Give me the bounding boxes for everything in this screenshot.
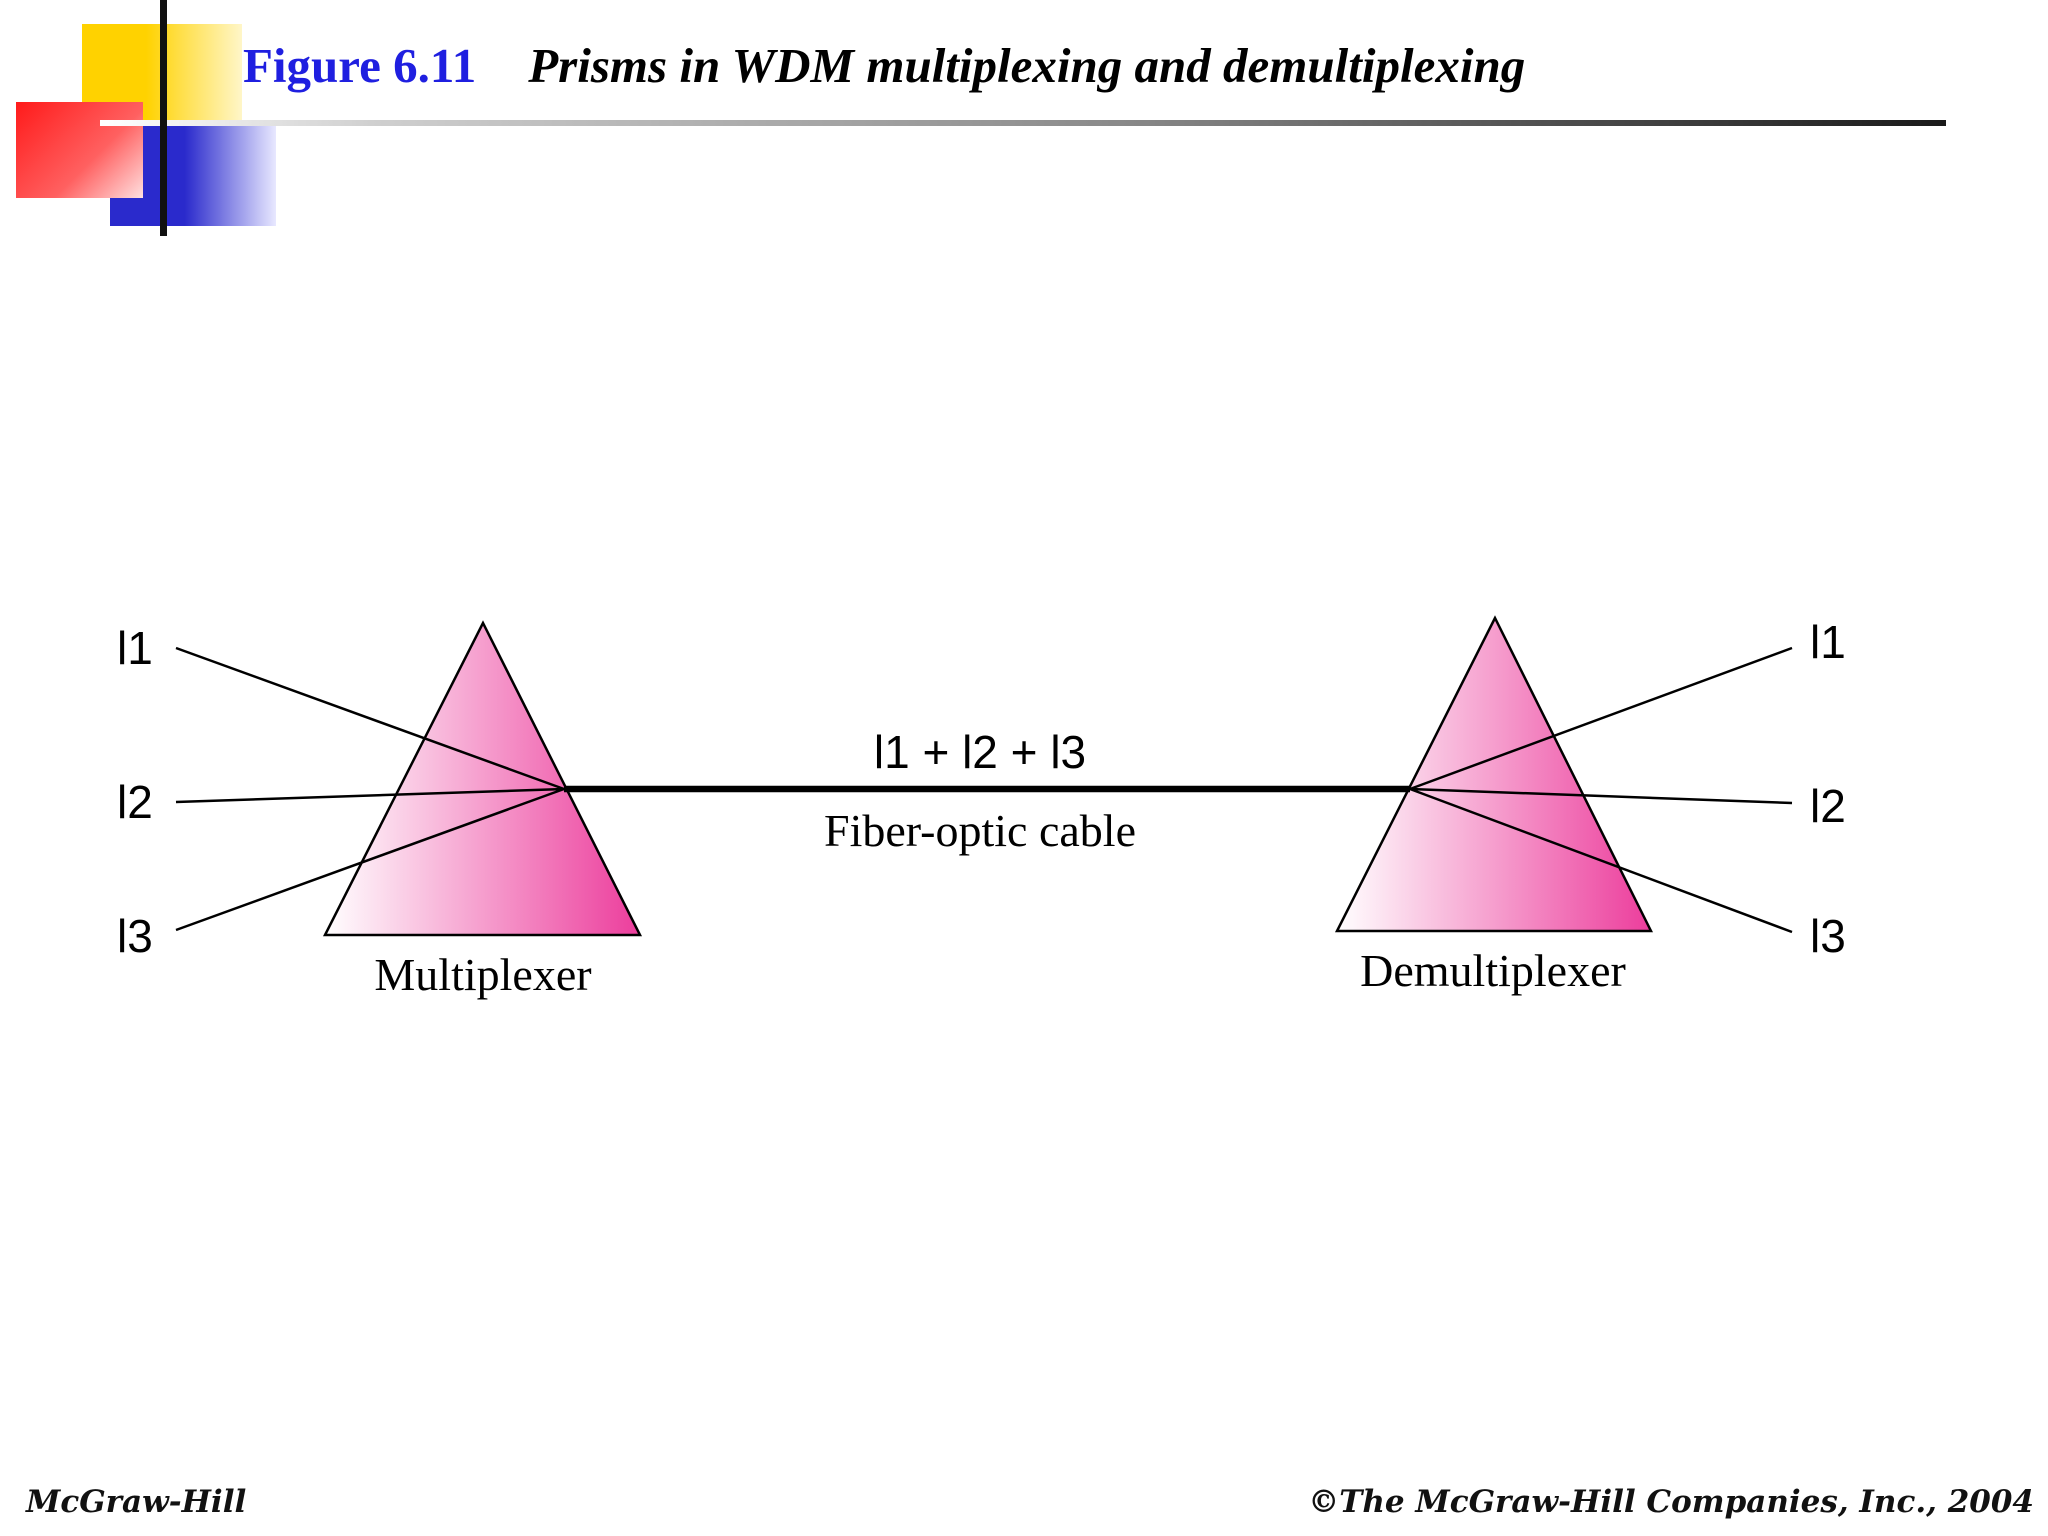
input-ray-3: [175, 787, 565, 932]
decor-vertical-bar: [160, 0, 167, 236]
output-ray-1: [1409, 646, 1793, 791]
slide-title: Figure 6.11 Prisms in WDM multiplexing an…: [243, 34, 1525, 98]
left-label-2: l2: [117, 776, 153, 828]
multiplexer-label: Multiplexer: [374, 949, 591, 1000]
output-ray-2: [1409, 787, 1793, 805]
right-label-2: l2: [1810, 780, 1846, 832]
right-label-1: l1: [1810, 616, 1846, 668]
left-label-1: l1: [117, 622, 153, 674]
figure-caption: Prisms in WDM multiplexing and demultipl…: [528, 38, 1526, 93]
demultiplexer-label: Demultiplexer: [1360, 945, 1626, 996]
left-label-3: l3: [117, 910, 153, 962]
footer-publisher: McGraw-Hill: [26, 1484, 247, 1520]
input-ray-1: [175, 646, 565, 791]
demultiplexer-prism: [1334, 615, 1654, 933]
header-rule: [100, 120, 1946, 126]
output-ray-3: [1409, 787, 1793, 934]
figure-number: Figure 6.11: [243, 38, 477, 93]
decor-red-square: [16, 102, 143, 198]
input-ray-2: [175, 787, 565, 804]
combined-signal-label: l1 + l2 + l3: [874, 726, 1086, 778]
right-label-3: l3: [1810, 910, 1846, 962]
footer-copyright: ©The McGraw-Hill Companies, Inc., 2004: [1308, 1484, 2034, 1520]
multiplexer-prism: [322, 620, 643, 937]
cable-label: Fiber-optic cable: [824, 805, 1136, 856]
